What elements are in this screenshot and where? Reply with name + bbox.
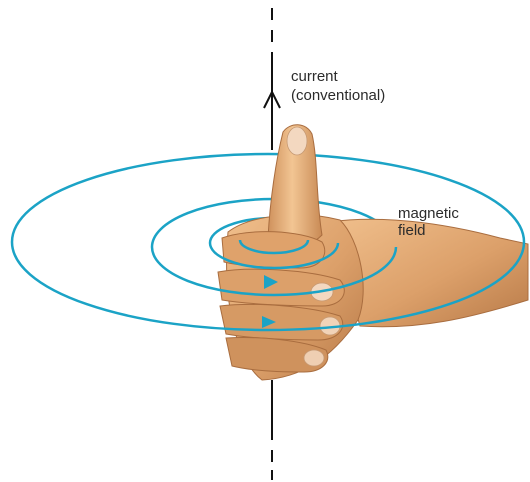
- current-label-line2: (conventional): [291, 87, 385, 104]
- magnetic-field-label-line1: magnetic: [398, 205, 459, 222]
- thumbnail: [287, 127, 307, 155]
- magnetic-field-label-line2: field: [398, 222, 426, 239]
- current-label-line1: current: [291, 68, 338, 85]
